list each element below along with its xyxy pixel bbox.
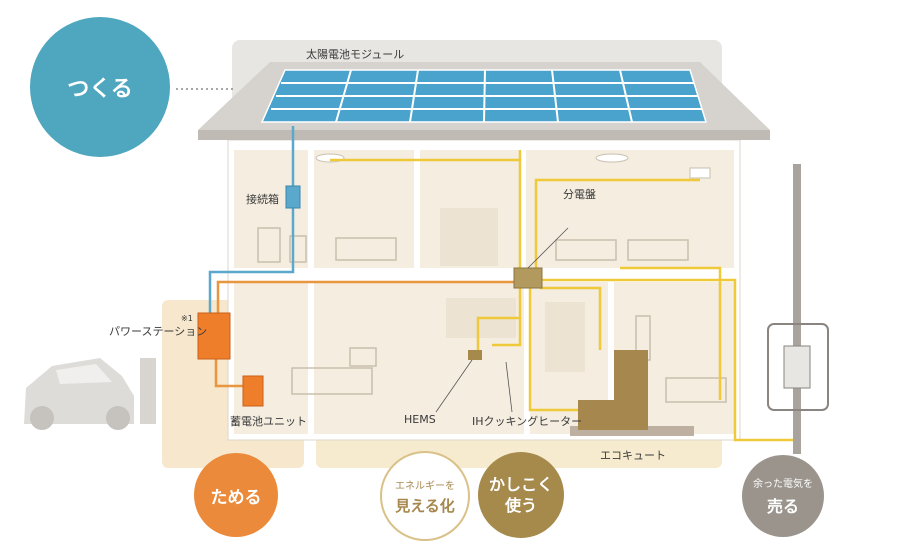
- storage-wiring: [214, 280, 526, 388]
- store-circle-text: ためる: [210, 487, 262, 508]
- distribution-board-label: 分電盤: [563, 188, 596, 201]
- ecocute-label: エコキュート: [600, 449, 666, 462]
- electric-car: [24, 358, 156, 430]
- power-station-label: パワーステーション: [109, 325, 208, 338]
- power-meter-frame: [767, 323, 829, 411]
- ecocute-tank: [614, 350, 648, 430]
- battery-unit: [242, 375, 264, 407]
- battery-unit-label: 蓄電池ユニット: [230, 415, 307, 428]
- sell-circle: 余った電気を 売る: [742, 455, 824, 537]
- visualize-circle-small: エネルギーを: [395, 480, 455, 492]
- solar-module-label: 太陽電池モジュール: [306, 48, 405, 61]
- power-meter: [783, 345, 811, 389]
- power-station-note: ※1: [181, 314, 193, 323]
- ih-heater-label: IHクッキングヒーター: [472, 415, 583, 428]
- utility-pole: [793, 164, 801, 454]
- sell-circle-small: 余った電気を: [753, 479, 813, 490]
- sell-circle-big: 売る: [766, 497, 799, 516]
- door: [545, 302, 585, 372]
- visualize-circle-big: 見える化: [395, 496, 455, 515]
- distribution-board: [513, 267, 543, 289]
- create-circle: つくる: [30, 17, 170, 157]
- solar-wiring: [208, 126, 295, 315]
- junction-box-label: 接続箱: [246, 193, 279, 206]
- smart-use-line1: かしこく: [488, 475, 553, 494]
- hems-device: [468, 350, 482, 360]
- hems-label: HEMS: [404, 413, 436, 426]
- create-circle-text: つくる: [67, 77, 133, 102]
- junction-box: [285, 185, 301, 209]
- visualize-circle: エネルギーを 見える化: [380, 451, 470, 541]
- smart-use-line2: 使う: [504, 496, 537, 515]
- power-station: [197, 312, 231, 360]
- ecocute-unit: [578, 400, 614, 430]
- smart-use-circle: かしこく 使う: [478, 452, 564, 538]
- store-circle: ためる: [194, 453, 278, 537]
